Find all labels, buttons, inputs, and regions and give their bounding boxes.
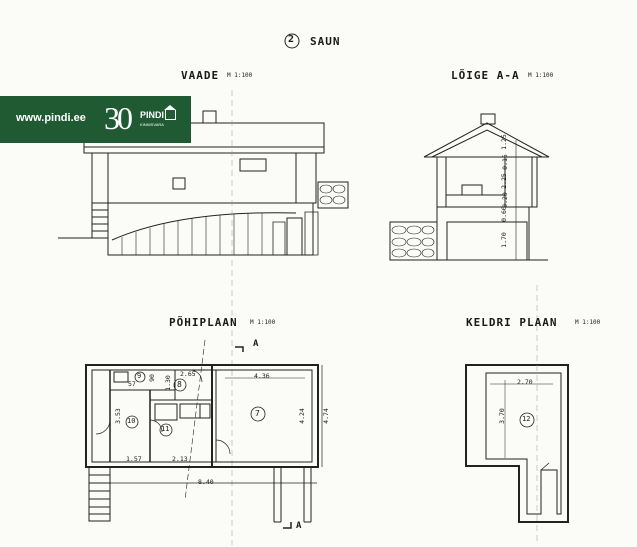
dim-1-57: 1.57 bbox=[126, 455, 142, 463]
stone-wall bbox=[389, 221, 438, 261]
room-10: 10 bbox=[127, 417, 136, 425]
dim-8-40: 8.40 bbox=[198, 478, 214, 486]
outer-wall bbox=[85, 364, 319, 468]
elevation-view bbox=[58, 90, 349, 545]
room-9: 9 bbox=[137, 372, 142, 380]
header-number: 2 bbox=[288, 34, 296, 45]
section-view bbox=[389, 113, 550, 261]
foundation bbox=[107, 202, 314, 256]
pindi-watermark: www.pindi.ee 30 PINDI KINNISVARA bbox=[0, 96, 191, 143]
dim-2-70: 2.70 bbox=[517, 378, 533, 386]
basement-title: KELDRI PLAAN bbox=[466, 316, 558, 329]
dim-4-74: 4.74 bbox=[321, 408, 330, 424]
dim-4-36: 4.36 bbox=[254, 372, 270, 380]
floor-plan-scale: M 1:100 bbox=[250, 319, 276, 326]
section-dim: 2.25 bbox=[499, 173, 508, 189]
dim-4-24: 4.24 bbox=[297, 408, 306, 424]
section-scale: M 1:100 bbox=[528, 72, 554, 79]
section-dim: 0.15 bbox=[500, 154, 509, 170]
section-title: LÕIGE A-A bbox=[451, 69, 520, 82]
room-8: 8 bbox=[177, 380, 182, 389]
home-icon bbox=[164, 105, 176, 120]
stair bbox=[88, 466, 111, 522]
floor-plan-title: PÕHIPLAAN bbox=[169, 316, 238, 329]
chimney bbox=[202, 110, 217, 124]
watermark-sub: KINNISVARA bbox=[140, 122, 164, 127]
window bbox=[172, 177, 186, 190]
dim-90: 90 bbox=[147, 374, 156, 382]
watermark-brand: PINDI bbox=[140, 110, 165, 120]
section-dim: 0.60 bbox=[499, 206, 508, 222]
dim-57: 57 bbox=[128, 380, 136, 388]
dim-2-65: 2.65 bbox=[180, 370, 196, 378]
dim-2-13: 2.13 bbox=[172, 455, 188, 463]
section-mark-top: A bbox=[253, 339, 260, 349]
room-12: 12 bbox=[522, 415, 531, 423]
window bbox=[239, 158, 267, 172]
stone-wall bbox=[317, 181, 349, 209]
section-dim: 1.70 bbox=[499, 232, 508, 248]
upper-floor bbox=[436, 156, 538, 208]
watermark-number: 30 bbox=[104, 100, 133, 136]
elevation-scale: M 1:100 bbox=[227, 72, 253, 79]
dim-3-53: 3.53 bbox=[113, 408, 122, 424]
room-11: 11 bbox=[161, 425, 170, 433]
section-dim: 1.25 bbox=[499, 134, 508, 150]
section-mark-bottom: A bbox=[296, 521, 303, 531]
roof bbox=[423, 122, 550, 158]
dim-3-70: 3.70 bbox=[497, 408, 506, 424]
room-7: 7 bbox=[255, 409, 260, 418]
header-title: SAUN bbox=[310, 35, 341, 48]
basement bbox=[436, 206, 530, 261]
header-circle bbox=[284, 33, 300, 49]
steps bbox=[91, 202, 109, 239]
basement-plan bbox=[465, 285, 569, 545]
wall bbox=[91, 152, 317, 204]
chimney bbox=[480, 113, 496, 125]
watermark-url: www.pindi.ee bbox=[16, 112, 86, 124]
basement-scale: M 1:100 bbox=[575, 319, 601, 326]
door bbox=[286, 217, 303, 256]
elevation-title: VAADE bbox=[181, 69, 220, 82]
dim-1-30: 1.30 bbox=[163, 375, 172, 391]
floor-plan bbox=[85, 339, 323, 529]
